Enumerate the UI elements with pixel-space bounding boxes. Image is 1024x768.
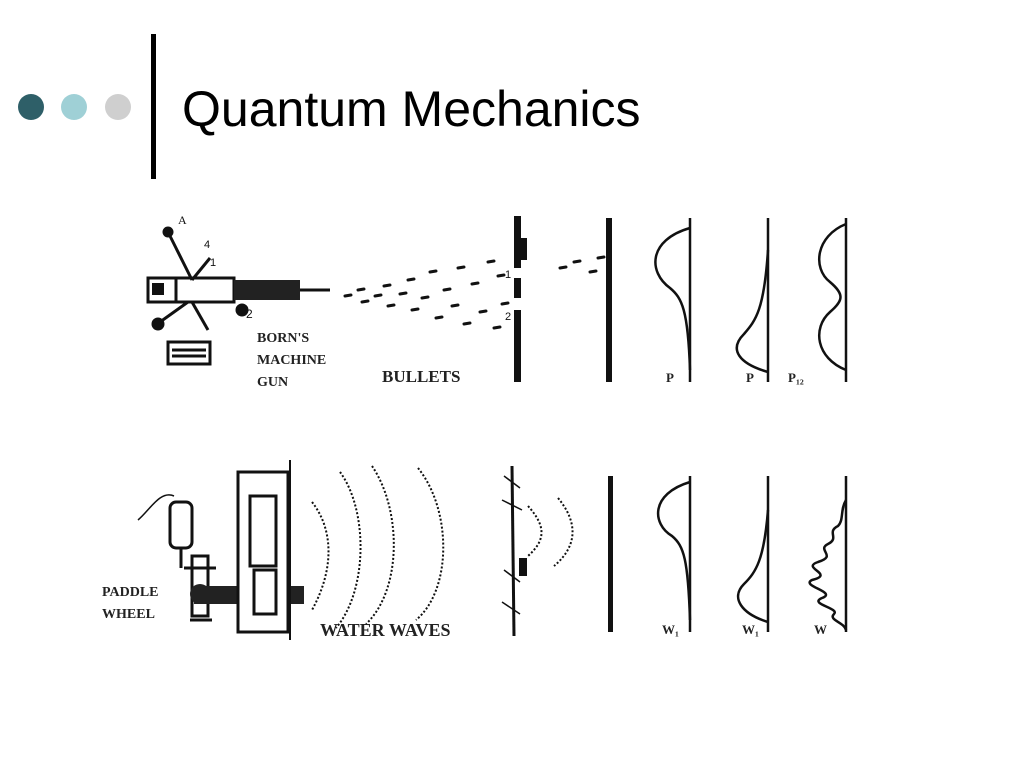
bullet-dot-dark bbox=[18, 94, 44, 120]
paddle-label-line-1: PADDLE bbox=[102, 585, 159, 600]
bullet-dot-gray bbox=[105, 94, 131, 120]
svg-text:1: 1 bbox=[505, 269, 511, 281]
gun-label-line-1: BORN'S bbox=[257, 331, 309, 346]
gun-label-line-3: GUN bbox=[257, 375, 288, 390]
graph-label-p2: P bbox=[746, 370, 754, 385]
bullet-stream bbox=[343, 255, 606, 330]
gun-label-line-2: MACHINE bbox=[257, 353, 326, 368]
slide-title: Quantum Mechanics bbox=[182, 81, 641, 137]
detector-screen bbox=[606, 218, 612, 382]
wave-detector-screen bbox=[608, 476, 613, 632]
water-waves-label: WATER WAVES bbox=[320, 620, 451, 640]
intensity-graphs bbox=[656, 476, 848, 632]
wave-slit-wall bbox=[501, 465, 527, 637]
bullets-panel: A 4 1 2 bbox=[146, 213, 848, 390]
double-slit-wall: 1 2 bbox=[505, 216, 527, 382]
svg-text:2: 2 bbox=[246, 307, 253, 321]
svg-text:1: 1 bbox=[210, 257, 216, 269]
bullets-label: BULLETS bbox=[382, 367, 460, 386]
graph-label-w1b: W₁ bbox=[742, 622, 759, 637]
slide-bullet-dots bbox=[18, 94, 138, 120]
graph-label-p12: P₁₂ bbox=[788, 370, 804, 385]
water-waves-panel: PADDLE WHEEL WATER WAVES W₁ W₁ W bbox=[102, 460, 848, 640]
bullet-dot-light bbox=[61, 94, 87, 120]
title-divider bbox=[151, 34, 156, 179]
machine-gun-icon: A 4 1 2 bbox=[146, 213, 330, 366]
water-waves bbox=[311, 465, 574, 629]
graph-label-p1: P bbox=[666, 370, 674, 385]
svg-text:A: A bbox=[178, 213, 187, 227]
double-slit-figure: A 4 1 2 bbox=[100, 210, 860, 650]
svg-text:4: 4 bbox=[204, 239, 210, 251]
probability-graphs bbox=[654, 218, 848, 382]
svg-text:2: 2 bbox=[505, 311, 511, 323]
paddle-wheel-icon bbox=[137, 460, 304, 640]
graph-label-w1: W₁ bbox=[662, 622, 679, 637]
graph-label-w: W bbox=[814, 622, 827, 637]
paddle-label-line-2: WHEEL bbox=[102, 607, 155, 622]
